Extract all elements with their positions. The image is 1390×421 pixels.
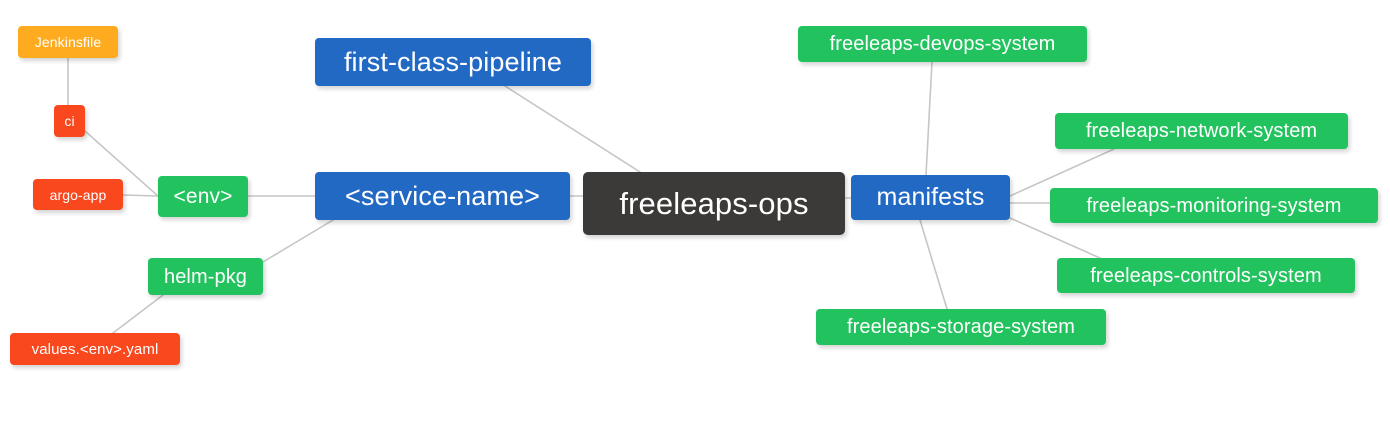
edge-values-yaml-to-helm-pkg xyxy=(112,294,164,334)
edge-argo-app-to-env xyxy=(122,194,159,197)
node-jenkinsfile[interactable]: Jenkinsfile xyxy=(18,26,118,58)
edge-manifests-to-freeleaps-storage-system xyxy=(919,219,948,310)
node-freeleaps-controls-system[interactable]: freeleaps-controls-system xyxy=(1057,258,1355,293)
node-manifests[interactable]: manifests xyxy=(851,175,1010,220)
node-freeleaps-monitoring-system[interactable]: freeleaps-monitoring-system xyxy=(1050,188,1378,223)
node-argo-app[interactable]: argo-app xyxy=(33,179,123,210)
node-freeleaps-network-system[interactable]: freeleaps-network-system xyxy=(1055,113,1348,149)
node-freeleaps-devops-system[interactable]: freeleaps-devops-system xyxy=(798,26,1087,62)
edge-manifests-to-freeleaps-controls-system xyxy=(1009,217,1101,259)
edge-first-class-pipeline-to-freeleaps-ops xyxy=(504,85,641,173)
node-service-name[interactable]: <service-name> xyxy=(315,172,570,220)
node-env[interactable]: <env> xyxy=(158,176,248,217)
node-first-class-pipeline[interactable]: first-class-pipeline xyxy=(315,38,591,86)
node-freeleaps-ops[interactable]: freeleaps-ops xyxy=(583,172,845,235)
node-ci[interactable]: ci xyxy=(54,105,85,137)
node-values-yaml[interactable]: values.<env>.yaml xyxy=(10,333,180,365)
node-freeleaps-storage-system[interactable]: freeleaps-storage-system xyxy=(816,309,1106,345)
node-helm-pkg[interactable]: helm-pkg xyxy=(148,258,263,295)
edge-manifests-to-freeleaps-devops-system xyxy=(925,61,933,176)
edge-helm-pkg-to-service-name xyxy=(262,219,334,263)
